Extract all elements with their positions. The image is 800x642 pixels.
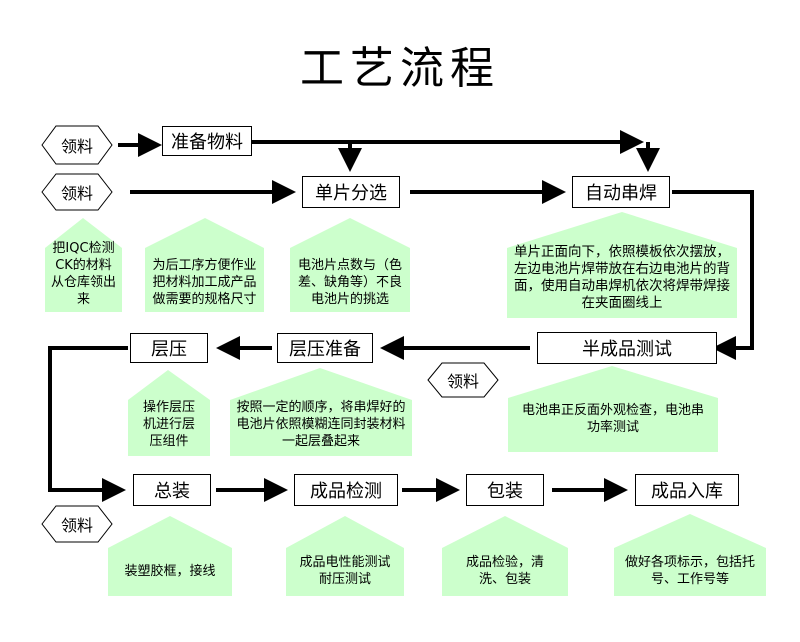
step-pack: 包装: [466, 474, 544, 506]
note-1: 把IQC检测CK的材料从仓库领出来: [45, 241, 122, 312]
note-shape-11: [614, 514, 766, 596]
note-1-text: 把IQC检测CK的材料从仓库领出来: [50, 241, 116, 307]
step-inspect: 成品检测: [294, 474, 398, 506]
receive-hex-4: [41, 505, 113, 543]
note-4: 单片正面向下，依照模板依次摆放，左边电池片焊带放在右边电池片的背面，使用自动串焊…: [507, 240, 737, 316]
note-shape-10: [442, 516, 568, 596]
step-semi-test: 半成品测试: [537, 332, 717, 364]
note-9-text: 成品电性能测试耐压测试: [299, 555, 391, 587]
receive-label-3: 领料: [446, 372, 479, 391]
note-4-text: 单片正面向下，依照模板依次摆放，左边电池片焊带放在右边电池片的背面，使用自动串焊…: [514, 244, 730, 311]
note-shape-7: [508, 366, 718, 452]
page-title: 工艺流程: [300, 43, 500, 94]
step-solder: 自动串焊: [572, 176, 670, 208]
step-sort: 单片分选: [302, 176, 400, 208]
note-7-text: 电池串正反面外观检查，电池串功率测试: [521, 403, 704, 435]
step-lam-prep: 层压准备: [277, 333, 373, 363]
note-shape-6: [230, 368, 412, 456]
note-6: 按照一定的顺序，将串焊好的电池片依照模糊连同封装材料一起层叠起来: [230, 392, 412, 454]
note-11: 做好各项标示，包括托号、工作号等: [614, 548, 766, 592]
receive-hex-3: [427, 362, 499, 398]
note-9: 成品电性能测试耐压测试: [286, 548, 404, 592]
note-6-text: 按照一定的顺序，将串焊好的电池片依照模糊连同封装材料一起层叠起来: [236, 400, 406, 449]
note-3: 电池片点数与（色差、缺角等）不良电池片的挑选: [290, 240, 410, 312]
note-11-text: 做好各项标示，包括托号、工作号等: [624, 555, 755, 587]
note-8-text: 装塑胶框，接线: [124, 564, 216, 579]
note-2-text: 为后工序方便作业把材料加工成产品做需要的规格尺寸: [152, 258, 257, 307]
receive-hex-2: [41, 173, 113, 211]
step-prepare: 准备物料: [162, 126, 252, 156]
note-5-text: 操作层压机进行层压组件: [142, 400, 195, 449]
step-assemble: 总装: [133, 474, 211, 506]
receive-label-1: 领料: [60, 137, 93, 156]
step-laminate: 层压: [130, 333, 208, 363]
note-shape-8: [108, 516, 232, 596]
note-shape-4: [507, 212, 737, 318]
note-10-text: 成品检验，清洗、包装: [465, 555, 544, 587]
note-shape-5: [128, 370, 210, 456]
note-3-text: 电池片点数与（色差、缺角等）不良电池片的挑选: [297, 258, 402, 307]
note-shape-9: [286, 516, 404, 596]
receive-hex-1: [41, 125, 113, 165]
note-7: 电池串正反面外观检查，电池串功率测试: [508, 392, 718, 440]
note-8: 装塑胶框，接线: [108, 548, 232, 590]
note-shape-2: [145, 218, 264, 312]
note-2: 为后工序方便作业把材料加工成产品做需要的规格尺寸: [145, 240, 264, 312]
receive-label-4: 领料: [60, 516, 93, 535]
note-10: 成品检验，清洗、包装: [442, 548, 568, 592]
note-shape-1: [45, 218, 122, 312]
receive-label-2: 领料: [60, 184, 93, 203]
note-shape-3: [290, 218, 410, 312]
note-5: 操作层压机进行层压组件: [128, 392, 210, 454]
step-store: 成品入库: [635, 474, 739, 506]
